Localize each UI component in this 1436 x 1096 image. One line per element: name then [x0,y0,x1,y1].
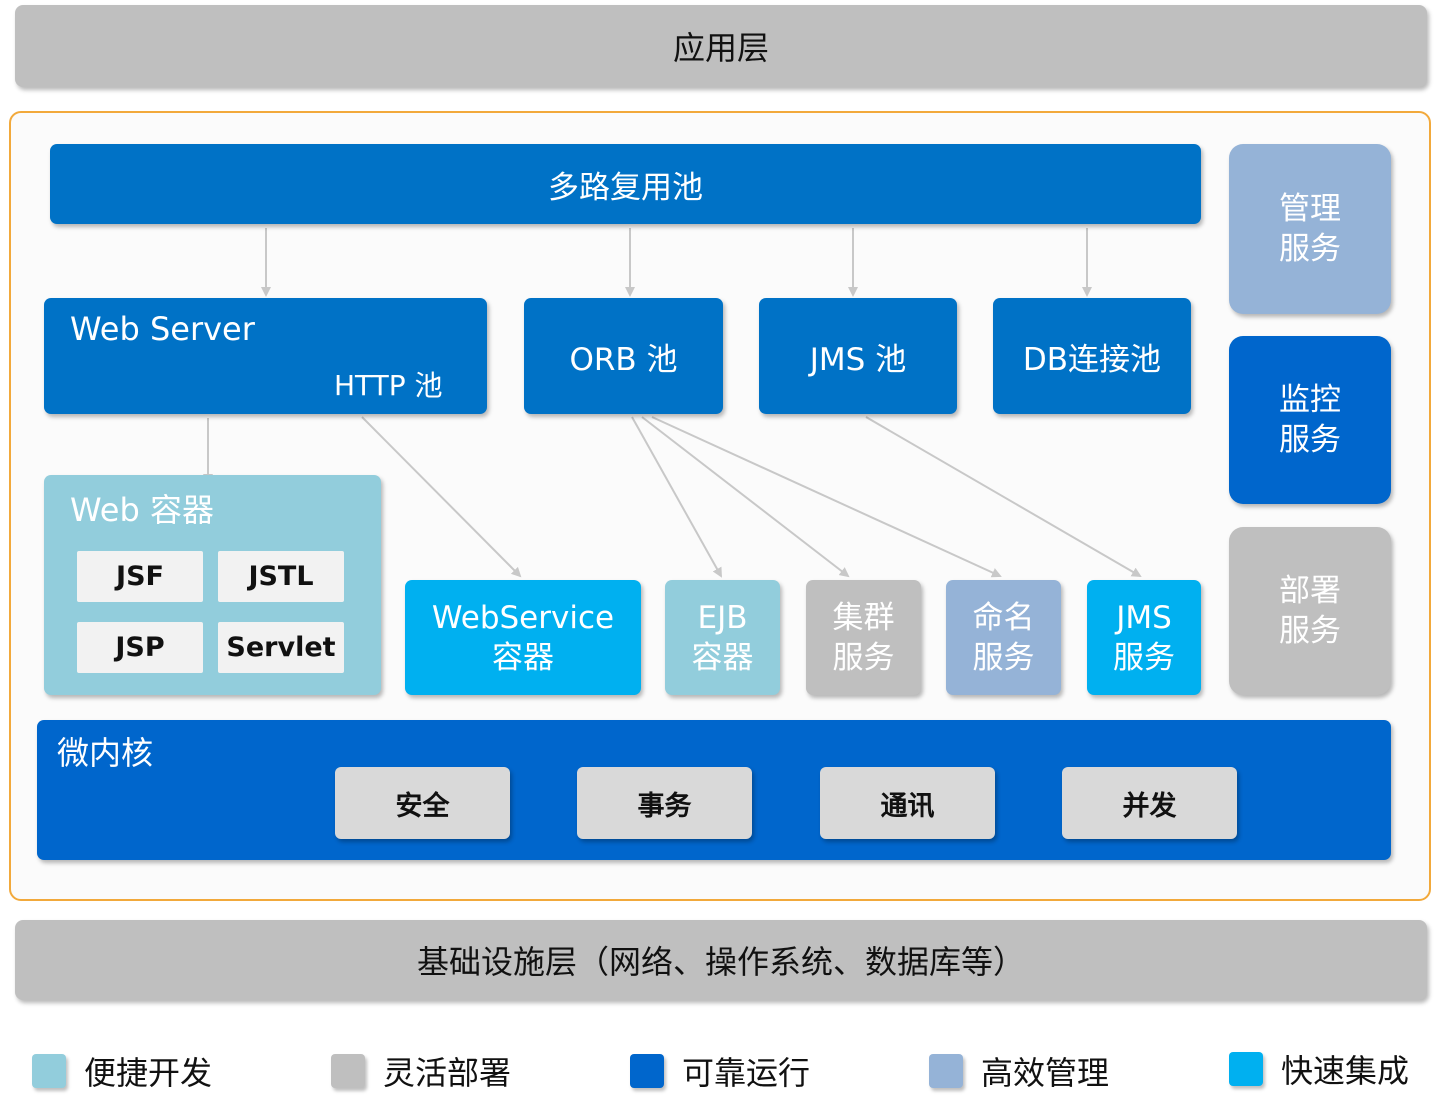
legend-swatch [630,1054,664,1088]
microkernel: 微内核 安全 事务 通讯 并发 [37,720,1391,860]
security-chip: 安全 [335,767,510,839]
db-connection-pool: DB连接池 [993,298,1191,414]
legend-item-rapid-integration: 快速集成 [1229,1046,1409,1092]
legend-swatch [32,1054,66,1088]
http-pool-label: HTTP 池 [334,369,443,402]
infrastructure-layer-label: 基础设施层（网络、操作系统、数据库等） [416,943,1025,981]
infrastructure-layer: 基础设施层（网络、操作系统、数据库等） [15,920,1427,1000]
arrow-jms-to-jmsservice [865,416,1142,578]
naming-service: 命名 服务 [946,580,1061,695]
legend-item-efficient-manage: 高效管理 [929,1048,1109,1094]
legend-label: 便捷开发 [84,1054,213,1092]
legend-label: 高效管理 [981,1054,1110,1092]
db-pool-label: DB连接池 [1022,341,1162,378]
jstl-chip: JSTL [218,551,344,602]
webservice-container: WebService 容器 [405,580,641,695]
jms-service: JMS 服务 [1087,580,1201,695]
application-layer-label: 应用层 [672,29,769,67]
jsf-chip: JSF [77,551,203,602]
legend-item-reliable-run: 可靠运行 [630,1048,810,1094]
ejb-container: EJB 容器 [665,580,780,695]
management-service: 管理 服务 [1229,144,1391,314]
legend-label: 可靠运行 [682,1054,811,1092]
deployment-service: 部署 服务 [1229,527,1391,695]
web-server-title: Web Server [70,310,255,348]
jsp-chip: JSP [77,622,203,673]
legend-item-convenient-dev: 便捷开发 [32,1048,212,1094]
servlet-chip: Servlet [218,622,344,673]
legend-swatch [331,1054,365,1088]
arrow-orb-to-ejb [631,416,722,578]
monitoring-service: 监控 服务 [1229,336,1391,504]
multiplex-pool-label: 多路复用池 [548,169,703,206]
arrow-orb-to-cluster [641,416,850,578]
application-layer: 应用层 [15,5,1427,87]
multiplex-pool: 多路复用池 [50,144,1201,224]
communication-chip: 通讯 [820,767,995,839]
legend-swatch [929,1054,963,1088]
legend-item-flexible-deploy: 灵活部署 [331,1048,511,1094]
jms-pool: JMS 池 [759,298,957,414]
cluster-service: 集群 服务 [806,580,921,695]
web-server: Web Server HTTP 池 [44,298,487,414]
orb-pool: ORB 池 [524,298,723,414]
arrow-orb-to-naming [651,416,1002,578]
arrow-http-to-webservice [361,416,522,578]
orb-pool-label: ORB 池 [569,341,678,378]
concurrency-chip: 并发 [1062,767,1237,839]
jms-pool-label: JMS 池 [809,341,907,378]
web-container: Web 容器 JSF JSTL JSP Servlet [44,475,381,695]
legend-label: 快速集成 [1281,1052,1410,1090]
microkernel-title: 微内核 [57,734,154,772]
legend-label: 灵活部署 [383,1054,512,1092]
web-container-title: Web 容器 [70,491,214,529]
transaction-chip: 事务 [577,767,752,839]
legend-swatch [1229,1052,1263,1086]
